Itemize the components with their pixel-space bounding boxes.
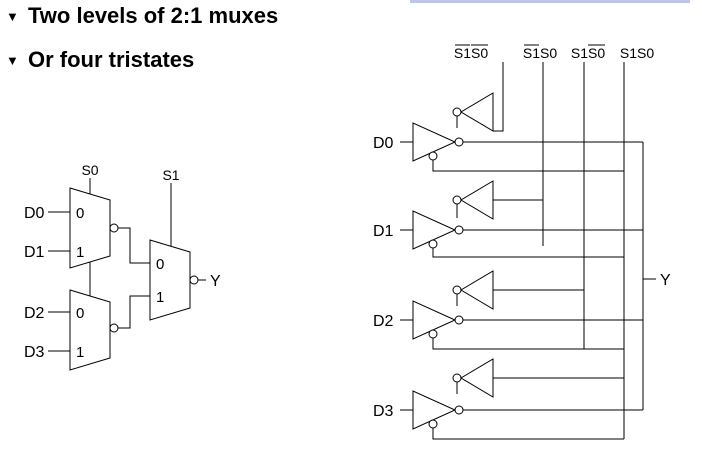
input-d0-label: D0 [24, 205, 45, 222]
s0-label: S0 [81, 162, 98, 178]
control-inverter [460, 180, 494, 220]
select-header-s1-s0: S1S0 [620, 45, 654, 61]
tristate-diagram: S1S0 S1S0 S1S0 S1S0 Y D0 [373, 44, 671, 440]
tristate-stage-d3: D3 [373, 358, 643, 440]
bullet-two-levels: ▼ Two levels of 2:1 muxes [6, 3, 278, 30]
mux-bottom [69, 289, 111, 371]
mux-bottom-inversion-bubble [109, 323, 119, 333]
input-d3-label: D3 [373, 403, 394, 420]
input-d1-label: D1 [373, 223, 394, 240]
tristate-stage-d1: D1 [373, 180, 643, 258]
tristate-enable-bubble [428, 419, 438, 429]
mux-top [69, 187, 111, 269]
output-y-label: Y [660, 272, 671, 289]
control-wire [493, 111, 504, 132]
enable-bar-wire [432, 160, 624, 172]
mux-bottom-to-second-wire [118, 295, 150, 329]
tristate-enable-bubble [428, 239, 438, 249]
mux-second-in0-label: 0 [156, 256, 164, 273]
mux-bottom-in0-label: 0 [76, 305, 84, 322]
control-inverter [460, 92, 494, 132]
mux-top-to-second-wire [118, 227, 150, 264]
tristate-output-bubble [454, 225, 464, 235]
mux-tree-diagram: S0 S1 0 1 0 1 0 1 D0 D1 D2 D3 [24, 162, 221, 371]
control-inverter-bubble [452, 107, 462, 117]
bullet-four-tristates: ▼ Or four tristates [6, 47, 194, 74]
select-header-s1b-s0: S1S0 [523, 45, 557, 61]
tristate-output-bubble [454, 315, 464, 325]
top-cropped-title-fragment [400, 0, 690, 4]
bullet-text: Two levels of 2:1 muxes [28, 3, 279, 28]
triangle-down-bullet-icon: ▼ [6, 9, 19, 25]
enable-bar-wire [432, 248, 624, 258]
select-header-s1-s0b: S1S0 [571, 45, 605, 61]
control-inverter [460, 358, 494, 398]
tristate-stage-d2: D2 [373, 270, 643, 350]
tristate-buffer [412, 390, 457, 430]
input-d1-label: D1 [24, 244, 45, 261]
mux-second-in1-label: 1 [156, 289, 164, 306]
mux-bottom-in1-label: 1 [76, 344, 84, 361]
tristate-enable-bubble [428, 151, 438, 161]
tristate-output-bubble [454, 405, 464, 415]
input-d2-label: D2 [373, 313, 394, 330]
mux-top-in0-label: 0 [76, 205, 84, 222]
control-inverter-bubble [452, 373, 462, 383]
input-d3-label: D3 [24, 344, 45, 361]
mux-second-level [149, 239, 191, 321]
control-inverter [460, 270, 494, 310]
s1-label: S1 [162, 167, 179, 183]
input-d2-label: D2 [24, 305, 45, 322]
enable-bar-wire [432, 428, 624, 440]
enable-bar-wire [432, 338, 624, 350]
mux-top-inversion-bubble [109, 223, 119, 233]
triangle-down-bullet-icon: ▼ [6, 53, 19, 69]
output-y-label: Y [210, 273, 221, 290]
tristate-enable-bubble [428, 329, 438, 339]
mux-top-in1-label: 1 [76, 244, 84, 261]
select-header-s1b-s0b: S1S0 [454, 45, 488, 61]
tristate-buffer [412, 122, 457, 162]
bullet-text: Or four tristates [28, 47, 195, 72]
tristate-buffer [412, 300, 457, 340]
mux-second-inversion-bubble [189, 275, 199, 285]
input-d0-label: D0 [373, 135, 394, 152]
tristate-output-bubble [454, 137, 464, 147]
control-inverter-bubble [452, 195, 462, 205]
tristate-buffer [412, 210, 457, 250]
control-inverter-bubble [452, 285, 462, 295]
tristate-stage-d0: D0 [373, 92, 643, 172]
